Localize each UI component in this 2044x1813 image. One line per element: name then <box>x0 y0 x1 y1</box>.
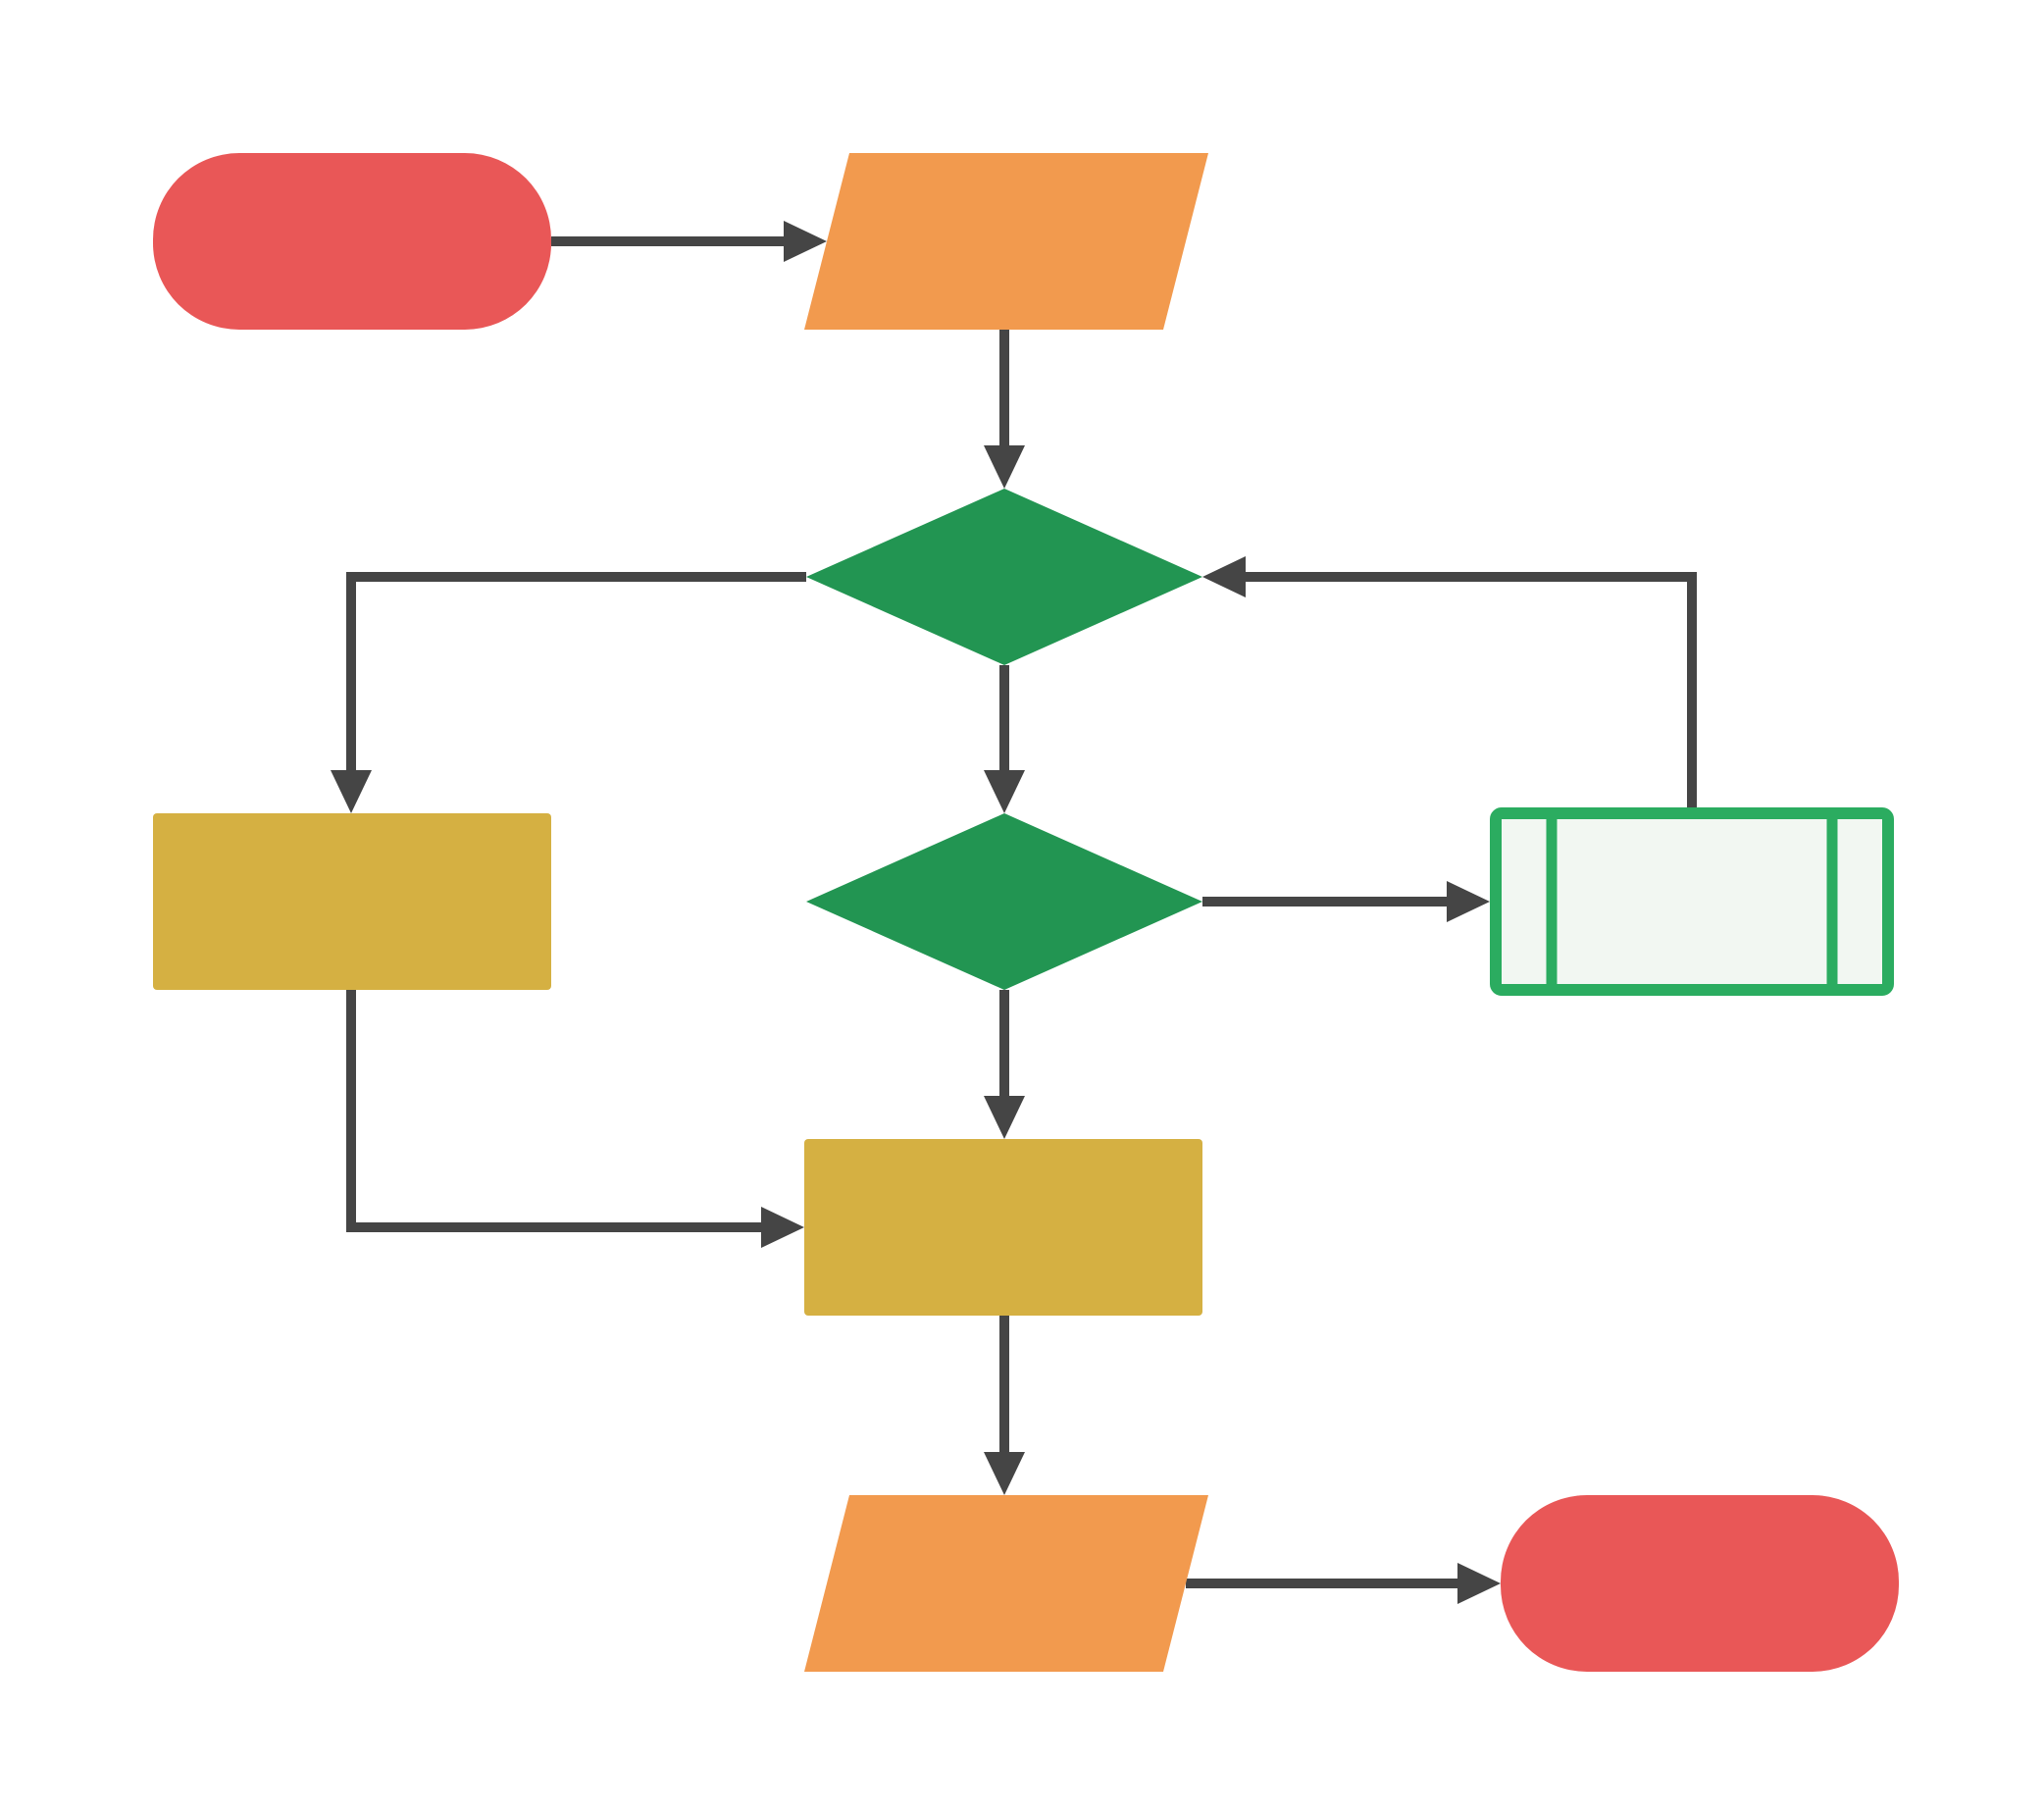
edge-predefined-to-decision1-arrowhead <box>1202 556 1246 597</box>
start-terminator-node[interactable] <box>153 153 551 330</box>
edge-decision1-to-decision2-arrowhead <box>984 770 1025 813</box>
edge-decision1-to-decision2[interactable] <box>984 665 1025 813</box>
end-terminator-node[interactable] <box>1501 1495 1899 1672</box>
edge-decision2-to-process-center-arrowhead <box>984 1096 1025 1139</box>
decision-1-node[interactable] <box>806 489 1202 665</box>
edge-decision1-to-process-left-line <box>346 572 806 770</box>
process-center-node[interactable] <box>804 1139 1202 1316</box>
input-io-node[interactable] <box>804 153 1208 330</box>
edge-decision2-to-predefined[interactable] <box>1202 881 1490 922</box>
edge-process-center-to-output[interactable] <box>984 1316 1025 1495</box>
edge-output-to-end[interactable] <box>1186 1563 1501 1604</box>
edge-decision1-to-process-left[interactable] <box>331 572 806 813</box>
output-io-node[interactable] <box>804 1495 1208 1672</box>
edge-process-left-to-center-line <box>346 990 761 1232</box>
edge-process-left-to-center[interactable] <box>346 990 804 1248</box>
edge-decision2-to-predefined-arrowhead <box>1447 881 1490 922</box>
edge-process-left-to-center-arrowhead <box>761 1207 804 1248</box>
edge-predefined-to-decision1[interactable] <box>1202 556 1697 807</box>
edge-input-to-decision1[interactable] <box>984 330 1025 489</box>
predefined-process-node-body <box>1490 807 1894 996</box>
edge-start-to-input-arrowhead <box>784 221 827 262</box>
edge-process-center-to-output-arrowhead <box>984 1452 1025 1495</box>
edge-output-to-end-arrowhead <box>1457 1563 1501 1604</box>
edge-decision1-to-process-left-arrowhead <box>331 770 372 813</box>
predefined-process-node[interactable] <box>1490 807 1894 996</box>
edge-input-to-decision1-arrowhead <box>984 445 1025 489</box>
edge-predefined-to-decision1-line <box>1246 572 1697 807</box>
decision-2-node[interactable] <box>806 813 1202 990</box>
edge-decision2-to-process-center[interactable] <box>984 990 1025 1139</box>
process-left-node[interactable] <box>153 813 551 990</box>
edge-start-to-input[interactable] <box>551 221 827 262</box>
